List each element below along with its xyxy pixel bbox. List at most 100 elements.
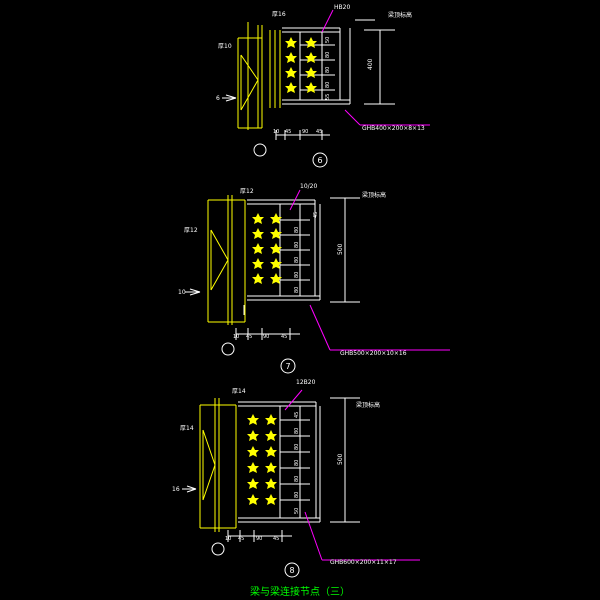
detail-7-spacing: 80 bbox=[294, 287, 300, 293]
detail-8-top-thickness: 厚14 bbox=[232, 388, 246, 395]
bolt bbox=[270, 273, 282, 284]
detail-7-beam bbox=[185, 197, 360, 340]
detail-7-section: GHB500×200×10×16 bbox=[340, 350, 407, 357]
detail-7 bbox=[185, 189, 450, 374]
bolt bbox=[252, 258, 264, 269]
detail-6-spacing: 80 bbox=[325, 52, 331, 58]
detail-6-top-thickness: 厚16 bbox=[272, 11, 286, 18]
detail-7-base-circle bbox=[221, 342, 235, 356]
detail-8-spacing: 45 bbox=[294, 412, 300, 418]
detail-8-beam-height: 500 bbox=[337, 453, 344, 465]
bolt bbox=[305, 37, 317, 48]
detail-8-col-thickness: 厚14 bbox=[180, 425, 194, 432]
detail-8-base-circle bbox=[211, 542, 225, 556]
detail-6-spacing: 80 bbox=[325, 67, 331, 73]
bolt bbox=[270, 243, 282, 254]
detail-6-weld-size: 6 bbox=[216, 95, 220, 102]
detail-7-top-thickness: 厚12 bbox=[240, 188, 254, 195]
detail-6-bolts bbox=[285, 37, 317, 93]
bolt bbox=[270, 213, 282, 224]
bolt bbox=[285, 82, 297, 93]
detail-7-column bbox=[207, 195, 246, 325]
detail-6-section: GHB400×200×8×13 bbox=[362, 125, 425, 132]
bolt bbox=[247, 478, 259, 489]
detail-8-spacing: 80 bbox=[294, 460, 300, 466]
bolt bbox=[252, 213, 264, 224]
detail-8-bottom-dim: 90 bbox=[256, 536, 262, 542]
detail-8-callout-circle bbox=[284, 562, 300, 578]
detail-8-bottom-dim: 10 bbox=[225, 536, 231, 542]
detail-7-beam-height: 500 bbox=[337, 243, 344, 255]
detail-8-spacing: 80 bbox=[294, 492, 300, 498]
detail-6-bottom-dim: 90 bbox=[302, 129, 308, 135]
detail-6-spacing: 50 bbox=[325, 37, 331, 43]
bolt bbox=[285, 67, 297, 78]
detail-7-bottom-dim: 10 bbox=[233, 334, 239, 340]
detail-8-stiffener: 12B20 bbox=[296, 379, 316, 386]
detail-7-bottom-dim: 45 bbox=[246, 334, 252, 340]
bolt bbox=[247, 430, 259, 441]
bolt bbox=[247, 446, 259, 457]
detail-6-col-thickness: 厚10 bbox=[218, 43, 232, 50]
detail-7-spacing: 80 bbox=[294, 227, 300, 233]
bolt bbox=[265, 494, 277, 505]
detail-6-base-circle bbox=[253, 143, 267, 157]
detail-6 bbox=[222, 9, 430, 168]
detail-6-spacing: 80 bbox=[325, 82, 331, 88]
detail-6-leaders bbox=[321, 9, 430, 126]
detail-8-spacing: 50 bbox=[294, 508, 300, 514]
detail-7-leaders bbox=[289, 189, 450, 351]
bolt bbox=[270, 228, 282, 239]
detail-7-beam-top-note: 梁顶标高 bbox=[362, 191, 386, 199]
detail-8-spacing: 80 bbox=[294, 444, 300, 450]
detail-7-weld-size: 10 bbox=[178, 289, 186, 296]
detail-8-callout: 8 bbox=[289, 566, 294, 575]
bolt bbox=[265, 478, 277, 489]
detail-6-bottom-dim: 45 bbox=[285, 129, 291, 135]
detail-8-spacing: 80 bbox=[294, 476, 300, 482]
detail-7-bolts bbox=[252, 213, 282, 284]
detail-7-bottom-dim: 45 bbox=[281, 334, 287, 340]
drawing-title: 梁与梁连接节点（三） bbox=[250, 585, 350, 598]
bolt bbox=[265, 446, 277, 457]
detail-7-stiffener: 10/20 bbox=[300, 183, 317, 190]
bolt bbox=[285, 37, 297, 48]
detail-8-bolts bbox=[247, 414, 277, 505]
bolt bbox=[252, 228, 264, 239]
detail-8-bottom-dim: 45 bbox=[273, 536, 279, 542]
detail-7-spacing: 80 bbox=[294, 257, 300, 263]
detail-8-leaders bbox=[284, 389, 420, 561]
detail-8-section: GHB600×200×11×17 bbox=[330, 559, 397, 566]
bolt bbox=[247, 462, 259, 473]
bolt bbox=[265, 462, 277, 473]
detail-6-bottom-dim: 10 bbox=[273, 129, 279, 135]
detail-8 bbox=[182, 389, 420, 578]
bolt bbox=[247, 494, 259, 505]
detail-8-spacing: 80 bbox=[294, 428, 300, 434]
bolt bbox=[270, 258, 282, 269]
detail-6-beam bbox=[222, 19, 395, 140]
detail-6-beam-top-note: 梁顶标高 bbox=[388, 11, 412, 19]
bolt bbox=[265, 414, 277, 425]
detail-6-spacing: 55 bbox=[325, 94, 331, 100]
bolt bbox=[265, 430, 277, 441]
detail-7-spacing: 80 bbox=[294, 242, 300, 248]
bolt bbox=[252, 273, 264, 284]
bolt bbox=[305, 82, 317, 93]
detail-8-bottom-dim: 45 bbox=[238, 536, 244, 542]
detail-8-beam-top-note: 梁顶标高 bbox=[356, 401, 380, 409]
detail-7-callout: 7 bbox=[285, 362, 290, 371]
bolt bbox=[305, 52, 317, 63]
detail-7-bottom-dim: 90 bbox=[263, 334, 269, 340]
detail-6-bottom-dim: 45 bbox=[316, 129, 322, 135]
detail-6-callout-circle bbox=[312, 152, 328, 168]
detail-7-callout-circle bbox=[280, 358, 296, 374]
detail-8-column bbox=[199, 398, 237, 532]
detail-7-spacing: 80 bbox=[294, 272, 300, 278]
detail-6-callout: 6 bbox=[317, 156, 322, 165]
detail-7-spacing: 45 bbox=[313, 212, 319, 218]
bolt bbox=[305, 67, 317, 78]
bolt bbox=[285, 52, 297, 63]
